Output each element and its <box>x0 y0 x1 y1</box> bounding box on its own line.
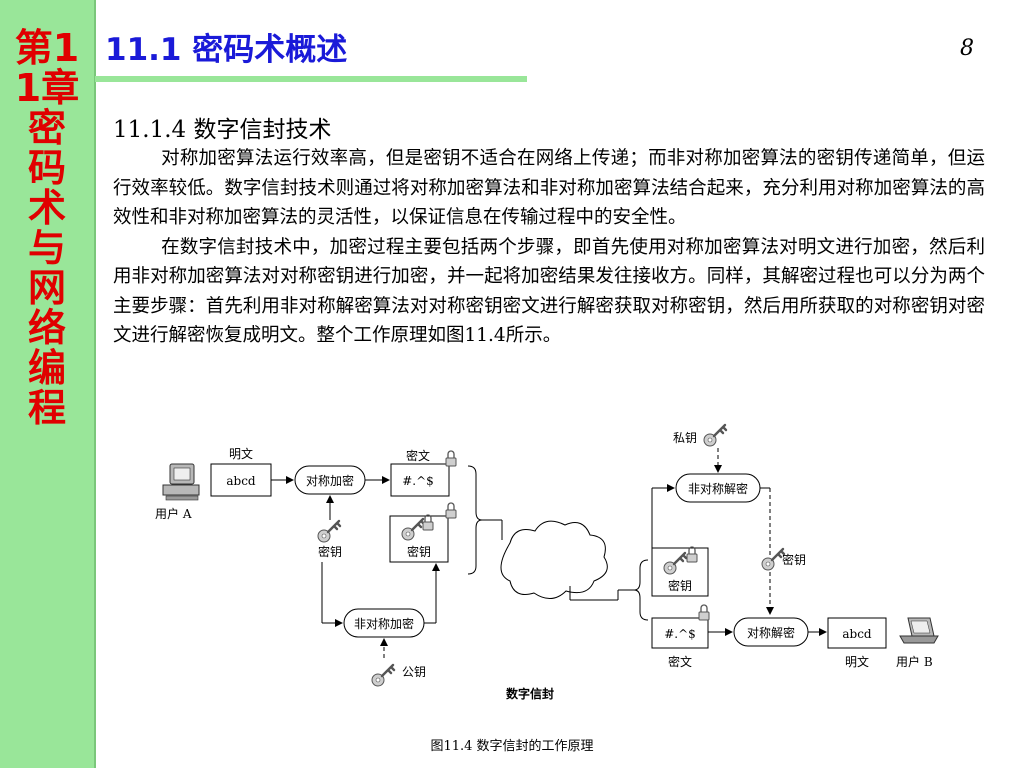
paragraph: 对称加密算法运行效率高，但是密钥不适合在网络上传递；而非对称加密算法的密钥传递简… <box>113 148 985 228</box>
lock-icon <box>445 450 457 467</box>
computer-icon <box>162 463 200 501</box>
key-icon <box>760 547 786 572</box>
lock-icon <box>445 502 457 519</box>
ciphertext-label: 密文 <box>406 448 430 463</box>
key-label: 密钥 <box>668 578 692 593</box>
lock-icon <box>698 604 710 621</box>
private-key-icon <box>702 423 728 448</box>
key-label: 密钥 <box>782 552 806 567</box>
body-text: 对称加密算法运行效率高，但是密钥不适合在网络上传递；而非对称加密算法的密钥传递简… <box>113 144 985 351</box>
plaintext-box <box>827 617 887 649</box>
key-icon <box>316 519 342 544</box>
figure-caption: 图11.4 数字信封的工作原理 <box>430 739 594 754</box>
laptop-icon <box>899 617 939 644</box>
chapter-title: 第11章 密码术与网络编程 <box>14 26 80 430</box>
public-key-label: 公钥 <box>402 665 426 679</box>
section-heading: 11.1.4 数字信封技术 <box>113 117 332 143</box>
slide-title: 11.1 密码术概述 <box>105 32 348 68</box>
plaintext-value: abcd <box>226 474 256 488</box>
digital-envelope-label: 数字信封 <box>506 686 554 701</box>
key-label: 密钥 <box>318 544 342 559</box>
ciphertext-value: #.^$ <box>664 627 696 641</box>
private-key-label: 私钥 <box>673 431 697 445</box>
symmetric-encrypt-label: 对称加密 <box>306 473 354 488</box>
key-label: 密钥 <box>407 544 431 559</box>
digital-envelope-diagram: 用户 A 明文 abcd 对称加密 密文 #.^$ 密钥 密钥 非对称加密 公钥… <box>155 423 939 701</box>
public-key-icon <box>370 663 396 688</box>
ciphertext-box <box>390 463 450 497</box>
title-underline <box>95 76 527 82</box>
plaintext-box <box>210 463 272 497</box>
asymmetric-encrypt-label: 非对称加密 <box>354 616 414 631</box>
plaintext-value: abcd <box>842 627 872 641</box>
user-b-label: 用户 B <box>896 654 933 669</box>
plaintext-label: 明文 <box>229 446 253 461</box>
page-number: 8 <box>960 36 974 61</box>
chapter-sidebar: 第11章 密码术与网络编程 <box>0 0 96 768</box>
paragraph: 在数字信封技术中，加密过程主要包括两个步骤，即首先使用对称加密算法对明文进行加密… <box>113 236 985 347</box>
encrypted-key-box <box>651 547 709 597</box>
ciphertext-label: 密文 <box>668 654 692 669</box>
user-a-label: 用户 A <box>155 506 192 521</box>
ciphertext-value: #.^$ <box>402 474 434 488</box>
ciphertext-box <box>651 617 709 649</box>
network-cloud-icon <box>500 520 608 599</box>
asymmetric-decrypt-label: 非对称解密 <box>688 481 748 496</box>
symmetric-decrypt-label: 对称解密 <box>747 625 795 640</box>
plaintext-label: 明文 <box>845 654 869 669</box>
